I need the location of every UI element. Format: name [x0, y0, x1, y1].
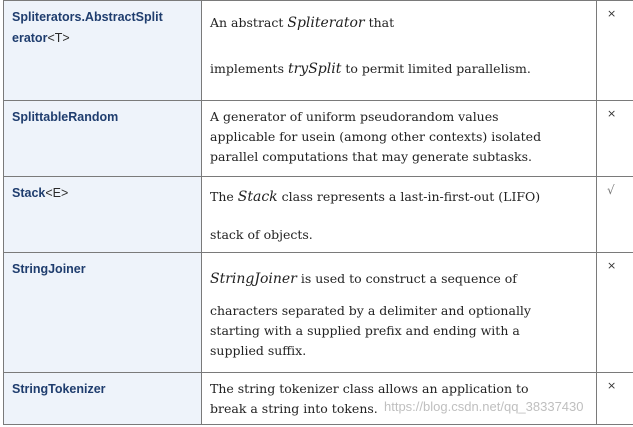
class-name-cell: StringTokenizer: [3, 372, 202, 425]
class-name-cell: SplittableRandom: [3, 100, 202, 177]
desc-text: class represents a last-in-first-out (LI…: [277, 189, 541, 204]
check-mark-icon: √: [607, 183, 615, 197]
type-parameter: <T>: [47, 31, 70, 45]
table-row: StringTokenizer The string tokenizer cla…: [3, 372, 633, 425]
class-name: SplittableRandom: [12, 110, 119, 124]
desc-line: break a string into tokens.: [210, 401, 378, 416]
desc-line: stack of objects.: [210, 227, 313, 242]
class-name-cell: StringJoiner: [3, 252, 202, 373]
cross-mark-icon: ×: [607, 379, 617, 392]
status-mark-cell: ×: [596, 372, 633, 425]
description-cell: The string tokenizer class allows an app…: [201, 372, 597, 425]
code-term: StringJoiner: [210, 271, 297, 287]
table-row: Spliterators.AbstractSplit erator<T> An …: [3, 0, 633, 101]
table-row: SplittableRandom A generator of uniform …: [3, 100, 633, 177]
watermark: https://blog.csdn.net/qq_38337430: [384, 399, 584, 414]
desc-line: starting with a supplied prefix and endi…: [210, 323, 520, 338]
cross-mark-icon: ×: [607, 107, 617, 120]
class-name: StringTokenizer: [12, 382, 106, 396]
class-name-cell: Spliterators.AbstractSplit erator<T>: [3, 0, 202, 101]
code-term: Stack: [237, 189, 278, 205]
class-name-cont: erator: [12, 31, 48, 45]
api-class-table: Spliterators.AbstractSplit erator<T> An …: [3, 0, 633, 425]
code-term: trySplit: [287, 61, 342, 77]
class-name: Spliterators.AbstractSplit: [12, 10, 163, 24]
desc-text: The: [210, 189, 238, 204]
status-mark-cell: √: [596, 176, 633, 253]
desc-line: supplied suffix.: [210, 343, 307, 358]
status-mark-cell: ×: [596, 252, 633, 373]
desc-line: applicable for usein (among other contex…: [210, 129, 542, 144]
desc-text: that: [364, 15, 395, 30]
desc-text: implements: [210, 61, 288, 76]
table-row: Stack<E> The Stack class represents a la…: [3, 176, 633, 253]
cross-mark-icon: ×: [607, 259, 617, 272]
desc-text: to permit limited parallelism.: [341, 61, 531, 76]
cross-mark-icon: ×: [607, 7, 617, 20]
class-name-cell: Stack<E>: [3, 176, 202, 253]
description-cell: A generator of uniform pseudorandom valu…: [201, 100, 597, 177]
code-term: Spliterator: [287, 15, 365, 31]
type-parameter: <E>: [45, 186, 69, 200]
status-mark-cell: ×: [596, 100, 633, 177]
desc-line: parallel computations that may generate …: [210, 149, 532, 164]
description-cell: The Stack class represents a last-in-fir…: [201, 176, 597, 253]
description-cell: An abstract Spliterator that implements …: [201, 0, 597, 101]
desc-text: An abstract: [210, 15, 288, 30]
description-cell: StringJoiner is used to construct a sequ…: [201, 252, 597, 373]
class-name: Stack: [12, 186, 46, 200]
desc-line: The string tokenizer class allows an app…: [210, 381, 529, 396]
desc-line: A generator of uniform pseudorandom valu…: [210, 109, 499, 124]
desc-line: characters separated by a delimiter and …: [210, 303, 531, 318]
status-mark-cell: ×: [596, 0, 633, 101]
desc-text: is used to construct a sequence of: [296, 271, 517, 286]
table-row: StringJoiner StringJoiner is used to con…: [3, 252, 633, 373]
class-name: StringJoiner: [12, 262, 86, 276]
